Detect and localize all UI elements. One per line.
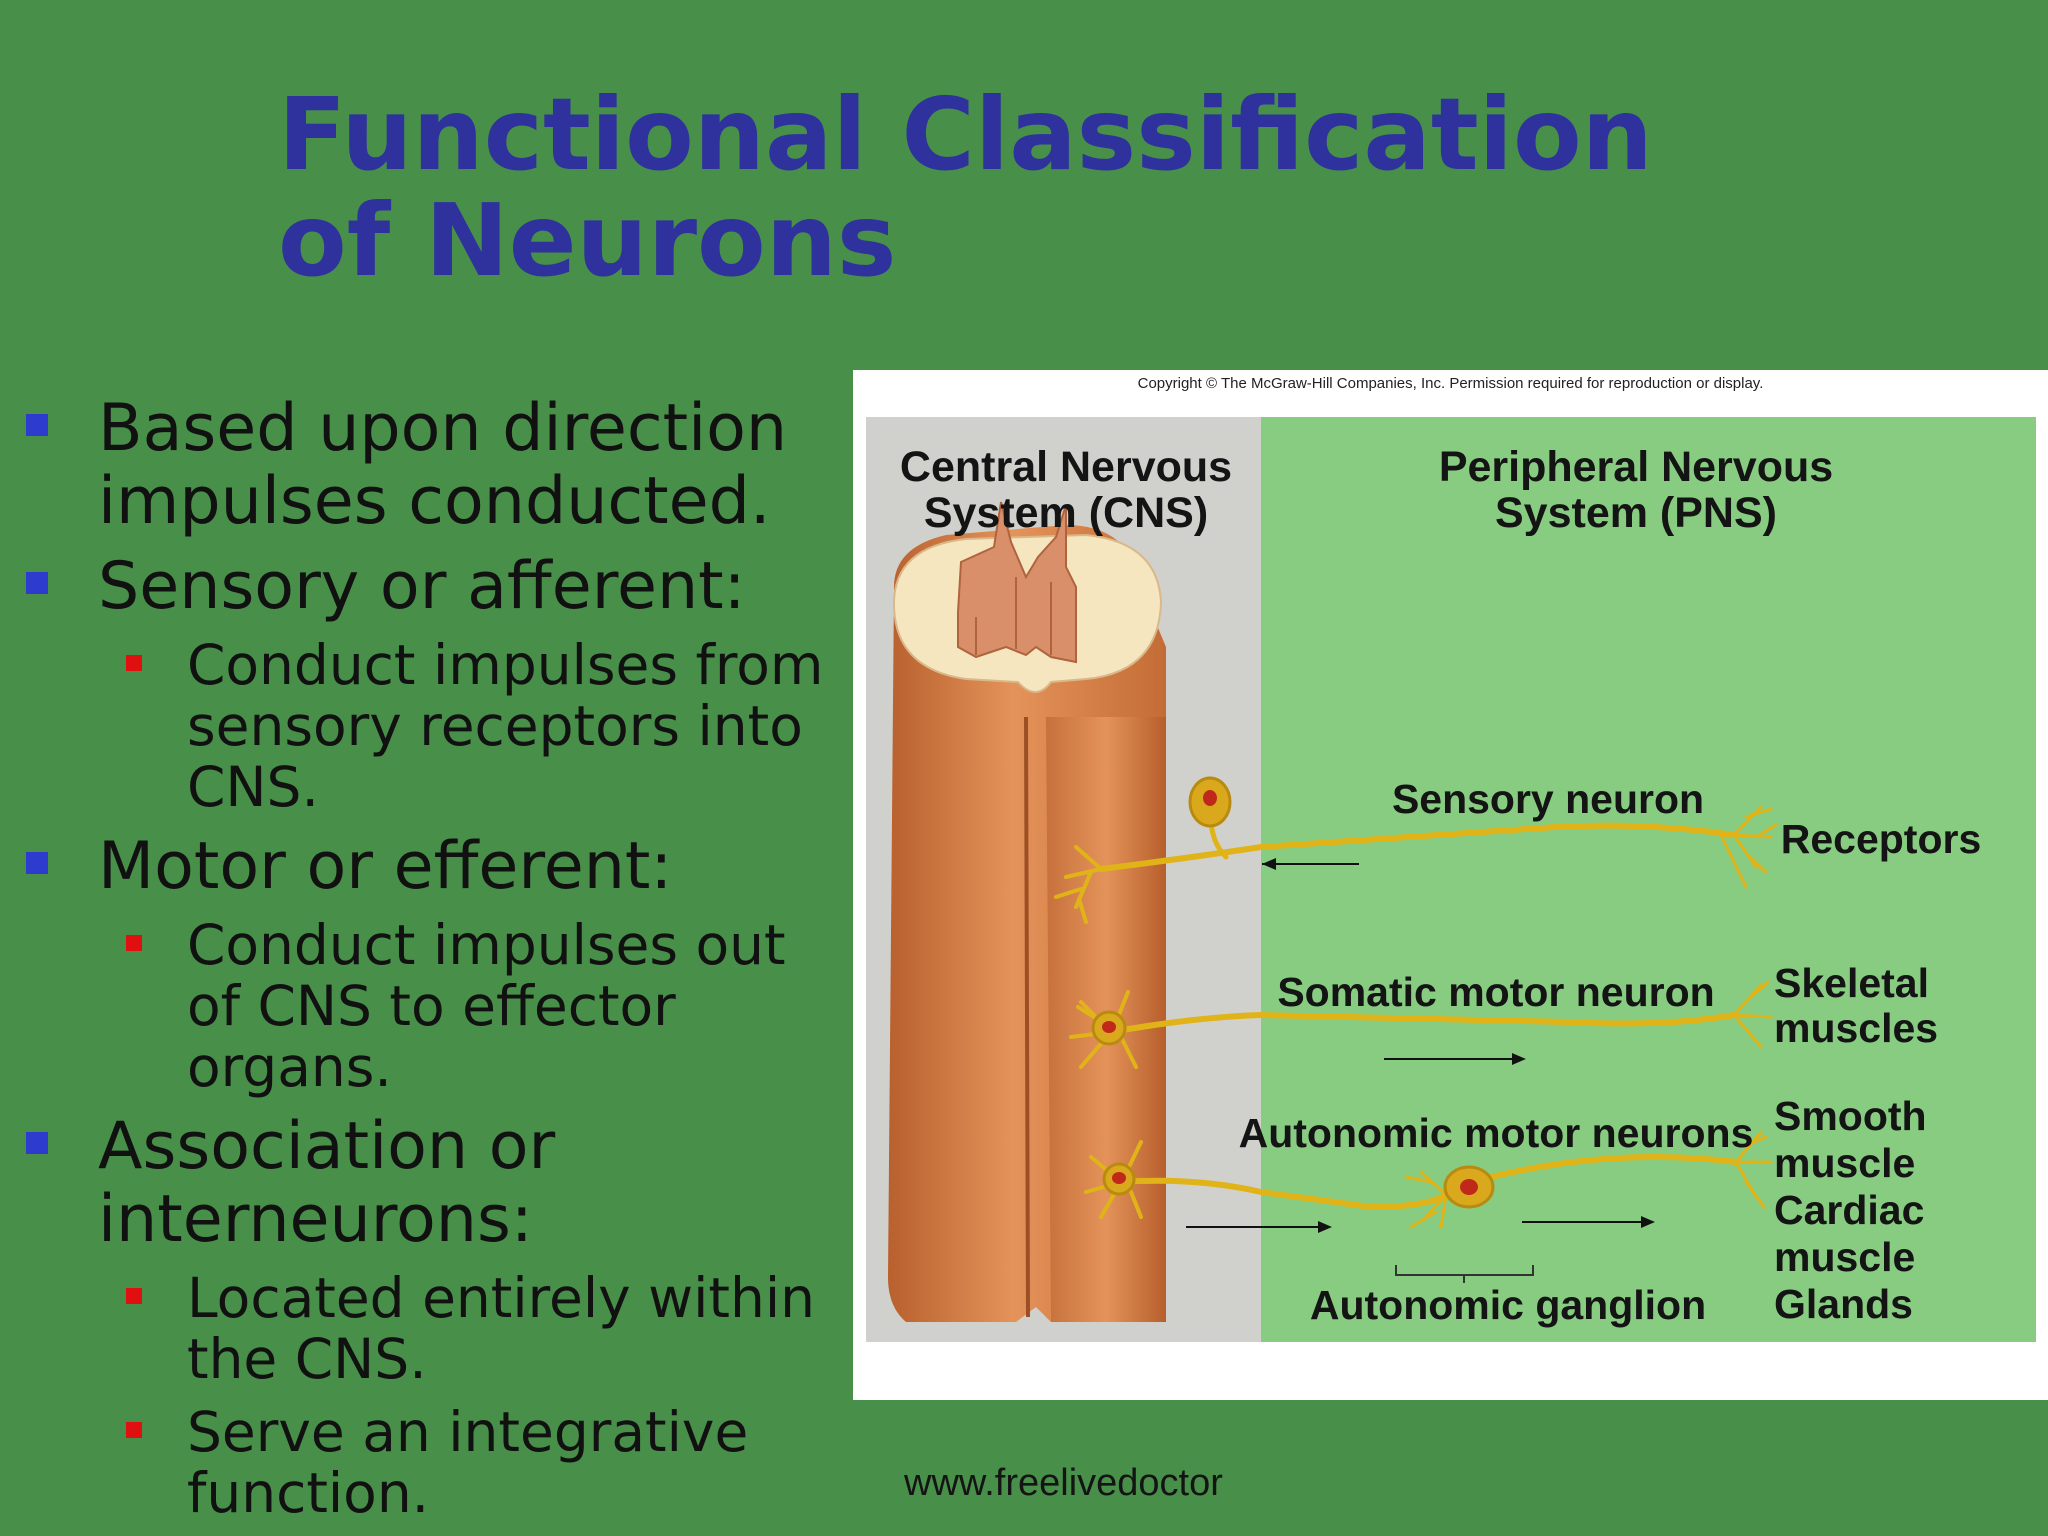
footer-url: www.freelivedoctor — [904, 1462, 1223, 1504]
pns-label-line2: System (PNS) — [1495, 489, 1777, 537]
sub-bullet-item: Serve an integrative function. — [0, 1402, 840, 1524]
square-bullet-icon — [126, 655, 142, 671]
somatic-motor-neuron-illustration — [1069, 980, 1773, 1069]
bullet-item: Sensory or afferent: — [0, 550, 840, 623]
arrowhead-icon — [1641, 1216, 1655, 1228]
receptors-label: Receptors — [1781, 816, 1982, 862]
pns-region — [1261, 417, 2036, 1342]
ganglion-bracket — [1395, 1265, 1534, 1283]
square-bullet-icon — [26, 414, 48, 436]
autonomic-target-smooth: Smooth — [1774, 1093, 1927, 1139]
bullet-item: Motor or efferent: — [0, 830, 840, 903]
bullet-item: Based upon direction impulses conducted. — [0, 392, 840, 538]
bullet-item: Association or interneurons: — [0, 1110, 840, 1256]
slide-title: Functional Classification of Neurons — [278, 76, 1653, 299]
skeletal-muscles-label-line2: muscles — [1774, 1005, 1938, 1051]
sub-bullet-item: Conduct impulses out of CNS to effector … — [0, 915, 840, 1098]
square-bullet-icon — [26, 852, 48, 874]
square-bullet-icon — [26, 572, 48, 594]
arrowhead-icon — [1318, 1221, 1332, 1233]
sub-bullet-item: Located entirely within the CNS. — [0, 1268, 840, 1390]
autonomic-motor-neurons-illustration — [1084, 1130, 1773, 1229]
arrowhead-icon — [1262, 858, 1276, 870]
autonomic-target-muscle-2: muscle — [1774, 1234, 1915, 1280]
bullet-list: Based upon direction impulses conducted.… — [0, 392, 840, 1536]
neuron-diagram: Central Nervous System (CNS) Peripheral … — [866, 417, 2036, 1342]
autonomic-ganglion-label: Autonomic ganglion — [1310, 1282, 1706, 1328]
square-bullet-icon — [126, 1422, 142, 1438]
autonomic-target-cardiac: Cardiac — [1774, 1187, 1924, 1233]
somatic-motor-neuron-label: Somatic motor neuron — [1277, 969, 1714, 1015]
skeletal-muscles-label-line1: Skeletal — [1774, 960, 1929, 1006]
autonomic-target-muscle-1: muscle — [1774, 1140, 1915, 1186]
arrowhead-icon — [1512, 1053, 1526, 1065]
sensory-neuron-illustration — [1054, 776, 1778, 924]
autonomic-motor-neurons-label: Autonomic motor neurons — [1239, 1110, 1754, 1156]
diagram-panel: Copyright © The McGraw-Hill Companies, I… — [853, 370, 2048, 1400]
cns-label-line1: Central Nervous — [900, 443, 1232, 491]
sub-bullet-item: Conduct impulses from sensory receptors … — [0, 635, 840, 818]
copyright-notice: Copyright © The McGraw-Hill Companies, I… — [1137, 375, 1764, 392]
autonomic-target-glands: Glands — [1774, 1281, 1913, 1327]
square-bullet-icon — [126, 935, 142, 951]
pns-label-line1: Peripheral Nervous — [1439, 443, 1833, 491]
cns-label-line2: System (CNS) — [924, 489, 1208, 537]
square-bullet-icon — [126, 1288, 142, 1304]
square-bullet-icon — [26, 1132, 48, 1154]
sensory-neuron-label: Sensory neuron — [1392, 776, 1704, 822]
spinal-cord-illustration — [888, 501, 1166, 1322]
